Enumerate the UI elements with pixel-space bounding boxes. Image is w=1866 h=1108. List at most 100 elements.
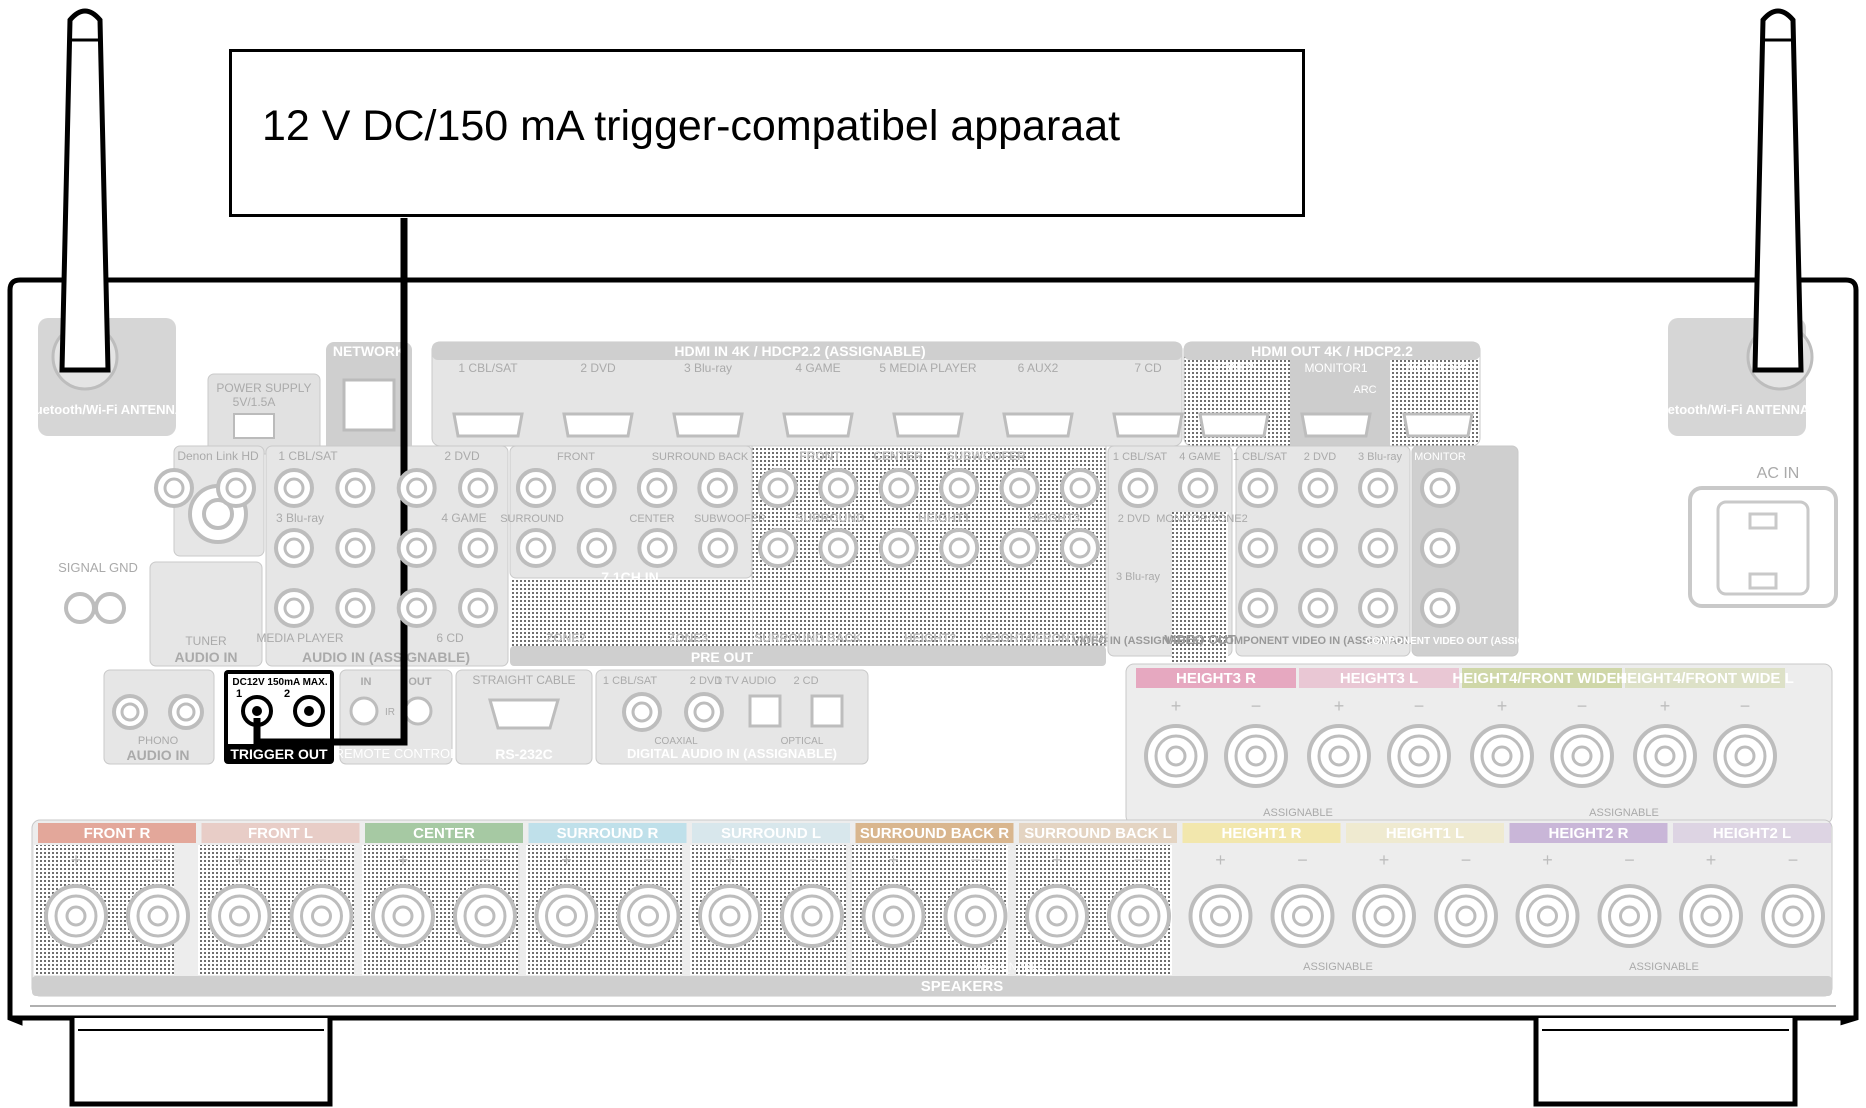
plus-sign: + xyxy=(1706,850,1717,870)
foot-right xyxy=(1533,1018,1798,1107)
svg-text:ASSIGNABLE: ASSIGNABLE xyxy=(1629,961,1699,973)
lower-speaker-post-minus-hole xyxy=(1782,905,1804,927)
lower-speaker-post-minus-hole xyxy=(1619,905,1640,927)
digital-port-label: 1 CBL/SAT xyxy=(603,675,657,687)
video-port-label: 4 GAME xyxy=(1179,451,1221,463)
svg-text:AUDIO IN: AUDIO IN xyxy=(175,649,238,665)
component-in-rca-center xyxy=(1367,597,1389,619)
svg-text:1: 1 xyxy=(236,688,242,700)
audio-in-rca-center xyxy=(344,477,366,499)
tuner-rca-center xyxy=(163,477,185,499)
audio-in-rca-center xyxy=(467,477,489,499)
lower-speaker-post-plus-hole xyxy=(65,905,87,927)
video-port-label: 1 CBL/SAT xyxy=(1113,451,1167,463)
svg-text:OPTICAL: OPTICAL xyxy=(781,736,824,747)
remote-in-label: IN xyxy=(361,676,372,688)
audio-in-rca-center xyxy=(467,597,489,619)
svg-text:SPEAKERS: SPEAKERS xyxy=(921,978,1004,995)
pre-out-rca-row3-center xyxy=(706,477,728,499)
audio-in-rca-center xyxy=(283,477,305,499)
audio-in-port-label: 4 GAME xyxy=(441,511,486,525)
svg-text:NETWORK: NETWORK xyxy=(333,343,405,359)
upper-speaker-post-plus-hole xyxy=(1328,745,1350,767)
svg-text:VIDEO OUT: VIDEO OUT xyxy=(1164,632,1236,647)
svg-text:PRE OUT: PRE OUT xyxy=(691,649,754,665)
hdmi-out-port-label: MONITOR2 xyxy=(1406,361,1469,375)
pre-out-port-label: HEIGHT3 xyxy=(1028,511,1080,525)
pre-out-port-label: HEIGHT1 xyxy=(918,511,970,525)
svg-text:ARC: ARC xyxy=(1353,384,1376,396)
upper-speaker-label-bar xyxy=(1136,668,1296,688)
monitor-label: MONITOR xyxy=(1414,451,1466,463)
plus-sign: + xyxy=(234,850,245,870)
optical-label: OPTICAL xyxy=(781,736,824,747)
upper-speaker-label: HEIGHT3 R xyxy=(1176,670,1256,687)
trigger-jack-2-label: 2 xyxy=(284,688,290,700)
audio-in-rca-center xyxy=(344,537,366,559)
network-label: NETWORK xyxy=(333,343,405,359)
hdmi-out-port xyxy=(1402,412,1474,438)
lower-speaker-post-plus-hole xyxy=(229,905,250,927)
component-out-rca-center xyxy=(1429,597,1451,619)
ch71-port-label: FRONT xyxy=(557,451,595,463)
hdmi-in-port xyxy=(452,412,524,438)
svg-text:COMPONENT VIDEO IN (ASSIGNABLE: COMPONENT VIDEO IN (ASSIGNABLE) xyxy=(1217,635,1423,647)
pre-out-port-label: SUBWOOFER xyxy=(946,449,1026,463)
pre-out-rca-center xyxy=(948,477,970,499)
component-in-rca-center xyxy=(1367,477,1389,499)
svg-text:COMPONENT VIDEO OUT (ASSIGNABL: COMPONENT VIDEO OUT (ASSIGNABLE) xyxy=(1365,636,1563,647)
svg-text:ASSIGNABLE: ASSIGNABLE xyxy=(975,961,1045,973)
svg-text:STRAIGHT CABLE: STRAIGHT CABLE xyxy=(472,673,575,687)
plus-sign: + xyxy=(1334,696,1345,716)
lower-speaker-post-plus-hole xyxy=(719,905,741,927)
antenna-left xyxy=(59,8,111,373)
pre-out-rca-center xyxy=(767,477,789,499)
pre-out-port-label: CENTER xyxy=(873,449,923,463)
lower-speaker-label-bar xyxy=(528,823,687,843)
power-rating-label: 5V/1.5A xyxy=(233,395,276,409)
lower-speaker-post-minus-hole xyxy=(474,905,496,927)
upper-assignable-2: ASSIGNABLE xyxy=(1589,807,1659,819)
component-in-rca-center xyxy=(1367,537,1389,559)
minus-sign: − xyxy=(1577,696,1588,716)
svg-text:AC IN: AC IN xyxy=(1757,465,1800,482)
lower-speaker-label-bar xyxy=(1182,823,1341,843)
video-rca-center xyxy=(1187,477,1209,499)
minus-sign: − xyxy=(1297,850,1308,870)
pre-out-rca-center xyxy=(888,477,910,499)
digital-port-label: 1 TV AUDIO xyxy=(716,675,777,687)
ch71-port-label: SUBWOOFER xyxy=(694,513,766,525)
lower-speaker-post-plus-hole xyxy=(1373,905,1395,927)
coaxial-rca-2-center xyxy=(693,701,715,723)
lower-speaker-post-minus-hole xyxy=(638,905,659,927)
ch71-port-label: SURROUND BACK xyxy=(652,451,749,463)
upper-assignable-1: ASSIGNABLE xyxy=(1263,807,1333,819)
svg-text:DIGITAL AUDIO IN (ASSIGNABLE): DIGITAL AUDIO IN (ASSIGNABLE) xyxy=(627,746,837,761)
minus-sign: − xyxy=(1251,696,1262,716)
denon-link-label: Denon Link HD xyxy=(177,449,259,463)
upper-speaker-label: HEIGHT4/FRONT WIDE L xyxy=(1616,670,1794,687)
ch71-port-label: SURROUND xyxy=(500,513,564,525)
lower-speaker-label: HEIGHT2 L xyxy=(1713,825,1791,842)
upper-speaker-post-plus-hole xyxy=(1165,745,1187,767)
digital-audio-panel xyxy=(595,669,869,765)
hdmi-out-port-label: MONITOR1 xyxy=(1304,361,1367,375)
lower-speaker-label: FRONT R xyxy=(84,825,151,842)
svg-text:ASSIGNABLE: ASSIGNABLE xyxy=(1263,807,1333,819)
pre-out-rca-center xyxy=(1069,537,1091,559)
minus-sign: − xyxy=(1461,850,1472,870)
svg-text:REMOTE CONTROL: REMOTE CONTROL xyxy=(335,746,458,761)
lower-speaker-post-minus-hole xyxy=(147,905,169,927)
upper-speaker-label-bar xyxy=(1625,668,1785,688)
lower-speaker-label-bar xyxy=(1509,823,1668,843)
foot-left xyxy=(69,1018,333,1107)
hdmi-in-port xyxy=(892,412,964,438)
upper-speaker-post-minus-hole xyxy=(1408,745,1430,767)
pre-out-rca-row3-center xyxy=(525,477,547,499)
pre-out-rca-row3-center xyxy=(585,477,607,499)
lower-speaker-post-plus-hole xyxy=(556,905,577,927)
lower-speaker-label: SURROUND BACK R xyxy=(860,825,1009,842)
lower-speaker-label: HEIGHT1 L xyxy=(1386,825,1464,842)
